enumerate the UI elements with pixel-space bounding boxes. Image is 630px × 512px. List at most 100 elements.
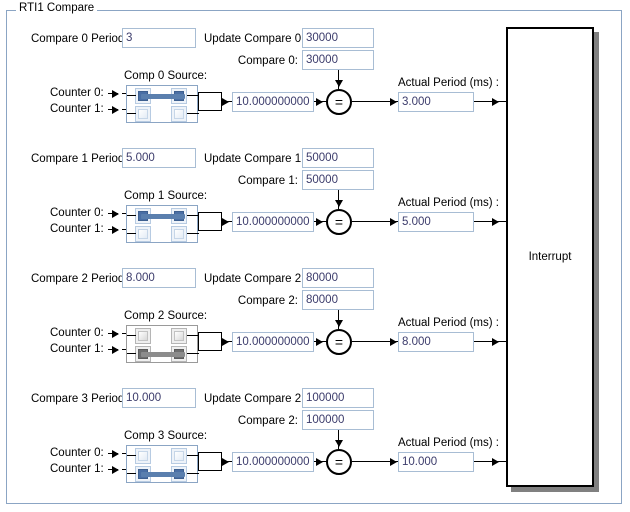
compare-input-3[interactable]: 100000 <box>302 410 374 430</box>
compare-period-input-3[interactable]: 10.000 <box>122 388 196 408</box>
group-box-title: RTI1 Compare <box>16 2 98 14</box>
interrupt-in-wire-1 <box>474 221 508 222</box>
mux-connector-bar-3 <box>141 472 185 477</box>
comp-source-mux-3[interactable] <box>126 445 199 483</box>
mux-wire-tr-2 <box>187 335 199 336</box>
mux-pad-0-out-3[interactable] <box>171 448 187 464</box>
comparator-symbol-1: = <box>334 214 344 230</box>
mux-wire-br-2 <box>187 353 199 354</box>
cmp-in-arrow-icon-2 <box>316 338 323 346</box>
counter1-label-2: Counter 1: <box>50 343 104 355</box>
compare-label-1: Compare 1: <box>237 175 298 187</box>
comparator-symbol-2: = <box>334 334 344 350</box>
compare-label-3: Compare 2: <box>237 415 298 427</box>
compare-period-input-1[interactable]: 5.000 <box>122 148 196 168</box>
comp-source-mux-2[interactable] <box>126 325 199 363</box>
actual-period-arrow-icon-1 <box>390 218 397 226</box>
compare-period-input-2[interactable]: 8.000 <box>122 268 196 288</box>
comp-source-mux-0[interactable] <box>126 85 199 123</box>
compare-period-label-3: Compare 3 Period: <box>31 393 128 405</box>
actual-period-input-3[interactable]: 10.000 <box>398 452 474 472</box>
cmp-out-wire-3 <box>352 461 400 462</box>
compare-label-0: Compare 0: <box>237 55 298 67</box>
cmp-top-arrow-icon-3 <box>335 440 343 447</box>
cmp-in-arrow-icon-1 <box>316 218 323 226</box>
compare-period-input-0[interactable]: 3 <box>122 28 196 48</box>
compare-to-cmp-wire-0 <box>338 70 339 89</box>
counter0-arrow-icon-0 <box>112 90 119 98</box>
interrupt-in-wire-3 <box>474 461 508 462</box>
compare-to-cmp-wire-3 <box>338 430 339 449</box>
mux-pad-1-out-1[interactable] <box>171 226 187 242</box>
clock-value-input-3[interactable]: 10.000000000 <box>232 452 314 472</box>
cmp-in-arrow-icon-0 <box>316 98 323 106</box>
mux-pad-0-in-2[interactable] <box>135 328 151 344</box>
interrupt-in-arrow-icon-0 <box>492 98 499 106</box>
mux-wire-tl-3 <box>127 455 136 456</box>
actual-period-input-1[interactable]: 5.000 <box>398 212 474 232</box>
mux-connector-bar-1 <box>141 214 185 219</box>
mux-pad-1-in-0[interactable] <box>135 106 151 122</box>
actual-period-arrow-icon-2 <box>390 338 397 346</box>
interrupt-in-wire-2 <box>474 341 508 342</box>
counter0-arrow-icon-2 <box>112 330 119 338</box>
compare-period-label-0: Compare 0 Period : <box>31 33 131 45</box>
clock-in-arrow-icon-1 <box>222 218 229 226</box>
compare-input-2[interactable]: 80000 <box>302 290 374 310</box>
actual-period-input-2[interactable]: 8.000 <box>398 332 474 352</box>
clock-in-arrow-icon-3 <box>222 458 229 466</box>
comparator-symbol-0: = <box>334 94 344 110</box>
clock-value-input-1[interactable]: 10.000000000 <box>232 212 314 232</box>
actual-period-label-1: Actual Period (ms) : <box>398 197 499 209</box>
mux-connector-bar-0 <box>141 94 185 99</box>
mux-out-box-1 <box>198 212 222 231</box>
actual-period-label-3: Actual Period (ms) : <box>398 437 499 449</box>
counter0-arrow-icon-1 <box>112 210 119 218</box>
comp-source-label-2: Comp 2 Source: <box>124 310 208 322</box>
interrupt-in-arrow-icon-1 <box>492 218 499 226</box>
mux-wire-bl-0 <box>127 113 136 114</box>
counter1-label-0: Counter 1: <box>50 103 104 115</box>
clock-value-input-0[interactable]: 10.000000000 <box>232 92 314 112</box>
compare-input-1[interactable]: 50000 <box>302 170 374 190</box>
actual-period-arrow-icon-3 <box>390 458 397 466</box>
mux-wire-tl-1 <box>127 215 136 216</box>
mux-wire-tr-0 <box>187 95 199 96</box>
counter1-arrow-icon-1 <box>112 226 119 234</box>
compare-period-label-1: Compare 1 Period : <box>31 153 131 165</box>
mux-wire-br-3 <box>187 473 199 474</box>
comp-source-label-1: Comp 1 Source: <box>124 190 208 202</box>
comp-source-label-0: Comp 0 Source: <box>124 70 208 82</box>
comparator-3: = <box>326 449 352 475</box>
comparator-0: = <box>326 89 352 115</box>
mux-wire-br-0 <box>187 113 199 114</box>
actual-period-input-0[interactable]: 3.000 <box>398 92 474 112</box>
actual-period-label-0: Actual Period (ms) : <box>398 77 499 89</box>
mux-pad-1-in-1[interactable] <box>135 226 151 242</box>
clock-value-input-2[interactable]: 10.000000000 <box>232 332 314 352</box>
update-compare-label-2: Update Compare 2: <box>204 273 305 285</box>
mux-connector-bar-2 <box>141 352 185 357</box>
clock-in-arrow-icon-0 <box>222 98 229 106</box>
counter1-arrow-icon-3 <box>112 466 119 474</box>
update-compare-input-3[interactable]: 100000 <box>302 388 374 408</box>
cmp-top-arrow-icon-0 <box>335 80 343 87</box>
comparator-2: = <box>326 329 352 355</box>
comp-source-label-3: Comp 3 Source: <box>124 430 208 442</box>
update-compare-label-1: Update Compare 1: <box>204 153 305 165</box>
mux-pad-0-in-3[interactable] <box>135 448 151 464</box>
counter1-arrow-icon-2 <box>112 346 119 354</box>
compare-label-2: Compare 2: <box>237 295 298 307</box>
update-compare-input-2[interactable]: 80000 <box>302 268 374 288</box>
cmp-top-arrow-icon-2 <box>335 320 343 327</box>
mux-pad-1-out-0[interactable] <box>171 106 187 122</box>
compare-input-0[interactable]: 30000 <box>302 50 374 70</box>
counter0-label-2: Counter 0: <box>50 327 104 339</box>
update-compare-input-0[interactable]: 30000 <box>302 28 374 48</box>
mux-pad-0-out-2[interactable] <box>171 328 187 344</box>
update-compare-input-1[interactable]: 50000 <box>302 148 374 168</box>
actual-period-arrow-icon-0 <box>390 98 397 106</box>
interrupt-block[interactable]: Interrupt <box>506 27 594 487</box>
comp-source-mux-1[interactable] <box>126 205 199 243</box>
